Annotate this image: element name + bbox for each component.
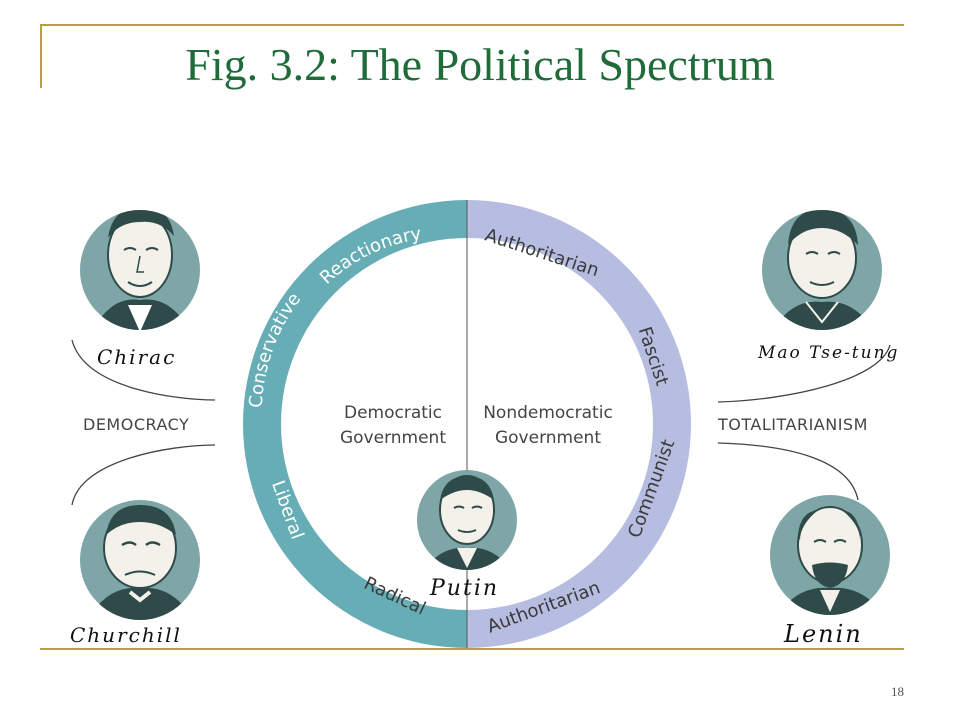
name-chirac: Chirac: [97, 345, 176, 369]
connector-chirac: [71, 339, 216, 401]
name-putin: Putin: [429, 576, 499, 601]
center-right-line1: Nondemocratic: [483, 403, 613, 423]
ring-right-half: [467, 200, 691, 648]
connector-churchill: [71, 444, 216, 506]
label-democracy: DEMOCRACY: [83, 415, 189, 434]
frame-bottom-line: [40, 648, 904, 650]
connector-mao: [717, 344, 891, 403]
ring-left-half: [243, 200, 467, 648]
slide-title: Fig. 3.2: The Political Spectrum: [185, 39, 775, 90]
portrait-lenin: [770, 495, 890, 615]
frame-left-line: [40, 24, 42, 88]
center-left-line1: Democratic: [344, 403, 442, 423]
label-totalitarianism: TOTALITARIANISM: [717, 415, 868, 434]
center-right-line2: Government: [495, 428, 601, 448]
portrait-chirac: [80, 210, 200, 330]
frame-top-line: [40, 24, 904, 26]
connector-lenin: [717, 442, 859, 501]
name-lenin: Lenin: [783, 620, 863, 648]
name-mao: Mao Tse-tung: [757, 343, 899, 363]
page-number: 18: [891, 684, 904, 699]
center-left-line2: Government: [340, 428, 446, 448]
portrait-mao: [762, 210, 882, 330]
portrait-churchill: [80, 500, 200, 620]
portrait-putin: [417, 470, 517, 570]
name-churchill: Churchill: [70, 623, 182, 647]
